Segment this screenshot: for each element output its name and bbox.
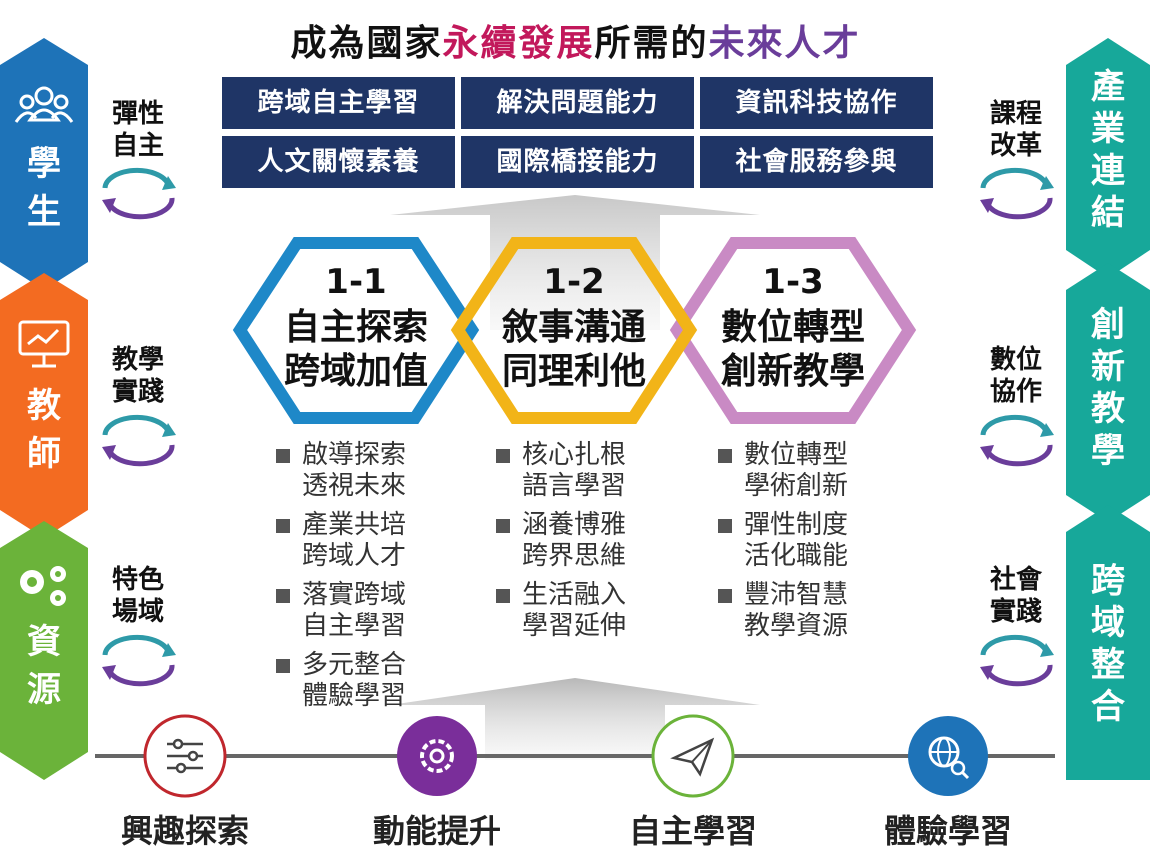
users-icon bbox=[14, 86, 74, 123]
hex-1-1-list: 啟導探索 透視未來 產業共培 跨域人才 落實跨域 自主學習 多元整合 體驗學習 bbox=[276, 440, 406, 720]
bottom-label-momentum: 動能提升 bbox=[372, 812, 501, 850]
cycle-icon-right-1 bbox=[980, 167, 1054, 220]
list-item-text: 彈性制度 活化職能 bbox=[744, 510, 849, 571]
bottom-label-experiential: 體驗學習 bbox=[883, 812, 1012, 850]
presentation-icon bbox=[18, 320, 70, 368]
lower-arrow bbox=[390, 678, 760, 760]
bullet-square-icon bbox=[276, 519, 290, 533]
hex-1-2-shape bbox=[450, 237, 698, 424]
left-pillar-resource-label: 資 源 bbox=[27, 622, 61, 710]
list-item-text: 產業共培 跨域人才 bbox=[302, 510, 407, 571]
competency-box: 跨域自主學習 bbox=[222, 77, 455, 129]
right-pillar-innovation-label: 創 新 教 學 bbox=[1091, 305, 1125, 471]
list-item: 多元整合 體驗學習 bbox=[276, 650, 406, 712]
list-item: 豐沛智慧 教學資源 bbox=[718, 580, 848, 642]
list-item-text: 數位轉型 學術創新 bbox=[744, 440, 849, 501]
right-pillar-integration-label: 跨 域 整 合 bbox=[1091, 561, 1125, 727]
cycle-icon-left-1 bbox=[102, 167, 176, 220]
left-label-teaching-practice: 教學 實踐 bbox=[111, 345, 164, 407]
left-pillar-student-label: 學 生 bbox=[27, 144, 61, 232]
hex-1-3-list: 數位轉型 學術創新 彈性制度 活化職能 豐沛智慧 教學資源 bbox=[718, 440, 848, 650]
title-part-4: 未來人才 bbox=[708, 23, 861, 64]
list-item-text: 落實跨域 自主學習 bbox=[302, 580, 407, 641]
right-pillar-industry-label: 產 業 連 結 bbox=[1091, 67, 1125, 233]
right-pillar-innovation-shape bbox=[1066, 263, 1150, 522]
hex-1-3-number: 1-3 bbox=[762, 262, 824, 302]
left-label-flexible: 彈性 自主 bbox=[111, 99, 164, 161]
competency-box: 資訊科技協作 bbox=[700, 77, 933, 129]
right-pillar-integration-shape bbox=[1066, 505, 1150, 780]
hex-1-1-shape bbox=[232, 237, 480, 424]
gears-icon bbox=[20, 566, 66, 606]
list-item-text: 核心扎根 語言學習 bbox=[522, 440, 627, 501]
list-item: 產業共培 跨域人才 bbox=[276, 510, 406, 572]
bullet-square-icon bbox=[496, 589, 510, 603]
list-item: 涵養博雅 跨界思維 bbox=[496, 510, 626, 572]
list-item: 生活融入 學習延伸 bbox=[496, 580, 626, 642]
bullet-square-icon bbox=[496, 519, 510, 533]
bullet-square-icon bbox=[276, 449, 290, 463]
hex-1-3-title: 數位轉型 創新教學 bbox=[720, 307, 865, 392]
upper-arrow bbox=[390, 195, 760, 330]
bullet-square-icon bbox=[718, 519, 732, 533]
bottom-label-self-learning: 自主學習 bbox=[628, 812, 757, 850]
hex-1-2-number: 1-2 bbox=[543, 262, 605, 302]
right-pillar-industry-shape bbox=[1066, 38, 1150, 278]
competency-box: 社會服務參與 bbox=[700, 136, 933, 188]
list-item-text: 豐沛智慧 教學資源 bbox=[744, 580, 849, 641]
cycle-icon-right-2 bbox=[980, 414, 1054, 467]
bullet-square-icon bbox=[718, 449, 732, 463]
title-part-3: 所需的 bbox=[594, 23, 709, 64]
hex-1-1-title: 自主探索 跨域加值 bbox=[283, 307, 428, 392]
bullet-square-icon bbox=[276, 589, 290, 603]
list-item-text: 啟導探索 透視未來 bbox=[302, 440, 407, 501]
hex-1-2-title: 敘事溝通 同理利他 bbox=[501, 307, 646, 392]
competency-box: 解決問題能力 bbox=[461, 77, 694, 129]
right-label-digital: 數位 協作 bbox=[989, 345, 1042, 407]
left-label-featured-field: 特色 場域 bbox=[111, 565, 164, 627]
hex-1-1-number: 1-1 bbox=[325, 262, 387, 302]
cycle-icon-left-2 bbox=[102, 414, 176, 467]
title-part-2: 永續發展 bbox=[442, 23, 595, 64]
bullet-square-icon bbox=[276, 659, 290, 673]
right-label-social: 社會 實踐 bbox=[989, 565, 1042, 627]
title-part-1: 成為國家 bbox=[290, 23, 443, 64]
hex-1-2-list: 核心扎根 語言學習 涵養博雅 跨界思維 生活融入 學習延伸 bbox=[496, 440, 626, 650]
list-item: 啟導探索 透視未來 bbox=[276, 440, 406, 502]
cycle-icon-left-3 bbox=[102, 634, 176, 687]
list-item-text: 生活融入 學習延伸 bbox=[522, 580, 627, 641]
cycle-icon-right-3 bbox=[980, 634, 1054, 687]
list-item-text: 多元整合 體驗學習 bbox=[302, 650, 407, 711]
left-pillar-teacher-shape bbox=[0, 273, 88, 538]
list-item: 彈性制度 活化職能 bbox=[718, 510, 848, 572]
right-label-curriculum: 課程 改革 bbox=[989, 99, 1042, 161]
list-item: 落實跨域 自主學習 bbox=[276, 580, 406, 642]
list-item-text: 涵養博雅 跨界思維 bbox=[522, 510, 627, 571]
competency-box: 國際橋接能力 bbox=[461, 136, 694, 188]
left-pillar-teacher-label: 教 師 bbox=[27, 386, 61, 474]
bottom-label-interest: 興趣探索 bbox=[120, 812, 249, 850]
list-item: 核心扎根 語言學習 bbox=[496, 440, 626, 502]
bullet-square-icon bbox=[718, 589, 732, 603]
list-item: 數位轉型 學術創新 bbox=[718, 440, 848, 502]
bullet-square-icon bbox=[496, 449, 510, 463]
hex-1-3-shape bbox=[669, 237, 917, 424]
page-title: 成為國家永續發展所需的未來人才 bbox=[0, 14, 1151, 66]
competency-box: 人文關懷素養 bbox=[222, 136, 455, 188]
